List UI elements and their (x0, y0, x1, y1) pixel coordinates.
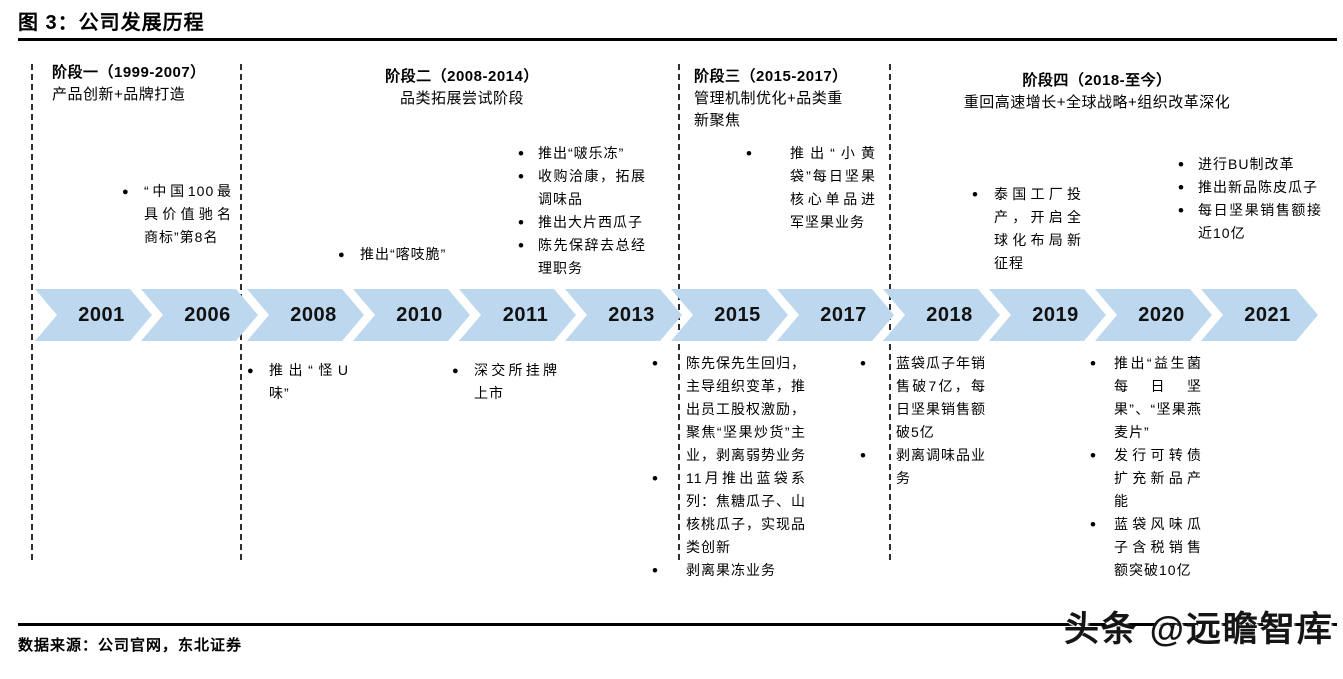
stage2-header: 阶段二（2008-2014） 品类拓展尝试阶段 (252, 66, 672, 110)
timeline-year-2019: 2019 (989, 289, 1106, 341)
year-label: 2019 (1032, 303, 1079, 326)
stage4-events-above-2021: 进行BU制改革 推出新品陈皮瓜子 每日坚果销售额接近10亿 (1172, 153, 1322, 245)
figure-title: 图 3：公司发展历程 (18, 12, 205, 34)
event-item: 蓝袋瓜子年销售破7亿，每日坚果销售额破5亿 (856, 352, 986, 444)
stage4-subtitle: 重回高速增长+全球战略+组织改革深化 (963, 94, 1231, 111)
event-item: 推出大片西瓜子 (512, 211, 646, 234)
year-label: 2017 (820, 303, 867, 326)
stage4-events-below-2018: 蓝袋瓜子年销售破7亿，每日坚果销售额破5亿 剥离调味品业务 (856, 352, 986, 490)
event-item: 进行BU制改革 (1172, 153, 1322, 176)
event-item: 发行可转债扩充新品产能 (1084, 444, 1202, 513)
stage4-events-below-2020: 推出“益生菌每日坚果”、“坚果燕麦片” 发行可转债扩充新品产能 蓝袋风味瓜子含税… (1084, 352, 1202, 582)
stage2-subtitle: 品类拓展尝试阶段 (399, 90, 524, 107)
event-item: 泰国工厂投产，开启全球化布局新征程 (966, 183, 1082, 275)
event-item: 蓝袋风味瓜子含税销售额突破10亿 (1084, 513, 1202, 582)
timeline-year-2013: 2013 (565, 289, 682, 341)
timeline-year-2017: 2017 (777, 289, 894, 341)
stage3-events-below: 陈先保先生回归，主导组织变革，推出员工股权激励，聚焦“坚果炒货”主业，剥离弱势业… (648, 352, 806, 582)
timeline-year-2008: 2008 (247, 289, 364, 341)
year-label: 2015 (714, 303, 761, 326)
stage4-events-above-2019: 泰国工厂投产，开启全球化布局新征程 (966, 183, 1082, 275)
event-item: 每日坚果销售额接近10亿 (1172, 199, 1322, 245)
stage2-events-below-2011: 深交所挂牌上市 (452, 359, 558, 405)
timeline-year-2001: 2001 (35, 289, 152, 341)
year-label: 2006 (184, 303, 231, 326)
event-item: 推出新品陈皮瓜子 (1172, 176, 1322, 199)
year-label: 2011 (502, 303, 549, 326)
timeline-year-2006: 2006 (141, 289, 258, 341)
data-source-note: 数据来源：公司官网，东北证券 (18, 637, 243, 654)
stage1-header: 阶段一（1999-2007） 产品创新+品牌打造 (52, 62, 262, 106)
stage4-header: 阶段四（2018-至今） 重回高速增长+全球战略+组织改革深化 (897, 70, 1297, 114)
event-item: 推出“啵乐冻” (512, 142, 646, 165)
event-item: 推出“怪U味” (247, 359, 349, 405)
timeline-year-2018: 2018 (883, 289, 1000, 341)
year-label: 2001 (78, 303, 125, 326)
stage1-subtitle: 产品创新+品牌打造 (52, 86, 186, 103)
stage1-label: 阶段一（1999-2007） (52, 64, 206, 81)
event-item: 陈先保辞去总经理职务 (512, 234, 646, 280)
event-item: 推出“益生菌每日坚果”、“坚果燕麦片” (1084, 352, 1202, 444)
stage-divider-1 (31, 64, 33, 560)
timeline-year-2015: 2015 (671, 289, 788, 341)
year-label: 2010 (396, 303, 443, 326)
top-rule (18, 38, 1337, 41)
event-item: 陈先保先生回归，主导组织变革，推出员工股权激励，聚焦“坚果炒货”主业，剥离弱势业… (648, 352, 806, 467)
stage2-events-above-2011-2013: 推出“啵乐冻” 收购洽康，拓展调味品 推出大片西瓜子 陈先保辞去总经理职务 (512, 142, 646, 280)
stage3-header: 阶段三（2015-2017） 管理机制优化+品类重新聚焦 (694, 66, 848, 132)
stage2-events-above-2010: 推出“喀吱脆” (338, 243, 514, 267)
event-item: 剥离果冻业务 (648, 559, 806, 582)
event-item: 推出“小黄袋”每日坚果核心单品进军坚果业务 (740, 142, 876, 234)
year-label: 2013 (608, 303, 655, 326)
timeline-year-2021: 2021 (1201, 289, 1318, 341)
year-label: 2020 (1138, 303, 1185, 326)
timeline-year-2011: 2011 (459, 289, 576, 341)
event-item: 推出“喀吱脆” (338, 243, 514, 267)
watermark-toutiao-yuanzhan: 头条 @远瞻智库 (1064, 610, 1334, 649)
bottom-rule (18, 623, 1337, 626)
event-item: 收购洽康，拓展调味品 (512, 165, 646, 211)
timeline-chevron-band: 2001 2006 2008 2010 2011 2013 2015 2017 … (35, 289, 1307, 341)
timeline-year-2010: 2010 (353, 289, 470, 341)
stage3-events-above: 推出“小黄袋”每日坚果核心单品进军坚果业务 (740, 142, 876, 234)
event-item: “中国100最具价值驰名商标”第8名 (122, 180, 232, 249)
year-label: 2018 (926, 303, 973, 326)
timeline-year-2020: 2020 (1095, 289, 1212, 341)
stage2-events-below-2008: 推出“怪U味” (247, 359, 349, 405)
stage1-events-above: “中国100最具价值驰名商标”第8名 (122, 180, 232, 249)
event-item: 11月推出蓝袋系列：焦糖瓜子、山核桃瓜子，实现品类创新 (648, 467, 806, 559)
stage3-subtitle: 管理机制优化+品类重新聚焦 (694, 90, 843, 129)
stage4-label: 阶段四（2018-至今） (1022, 72, 1172, 89)
stage3-label: 阶段三（2015-2017） (694, 68, 848, 85)
event-item: 剥离调味品业务 (856, 444, 986, 490)
year-label: 2021 (1244, 303, 1291, 326)
event-item: 深交所挂牌上市 (452, 359, 558, 405)
year-label: 2008 (290, 303, 337, 326)
stage2-label: 阶段二（2008-2014） (385, 68, 539, 85)
